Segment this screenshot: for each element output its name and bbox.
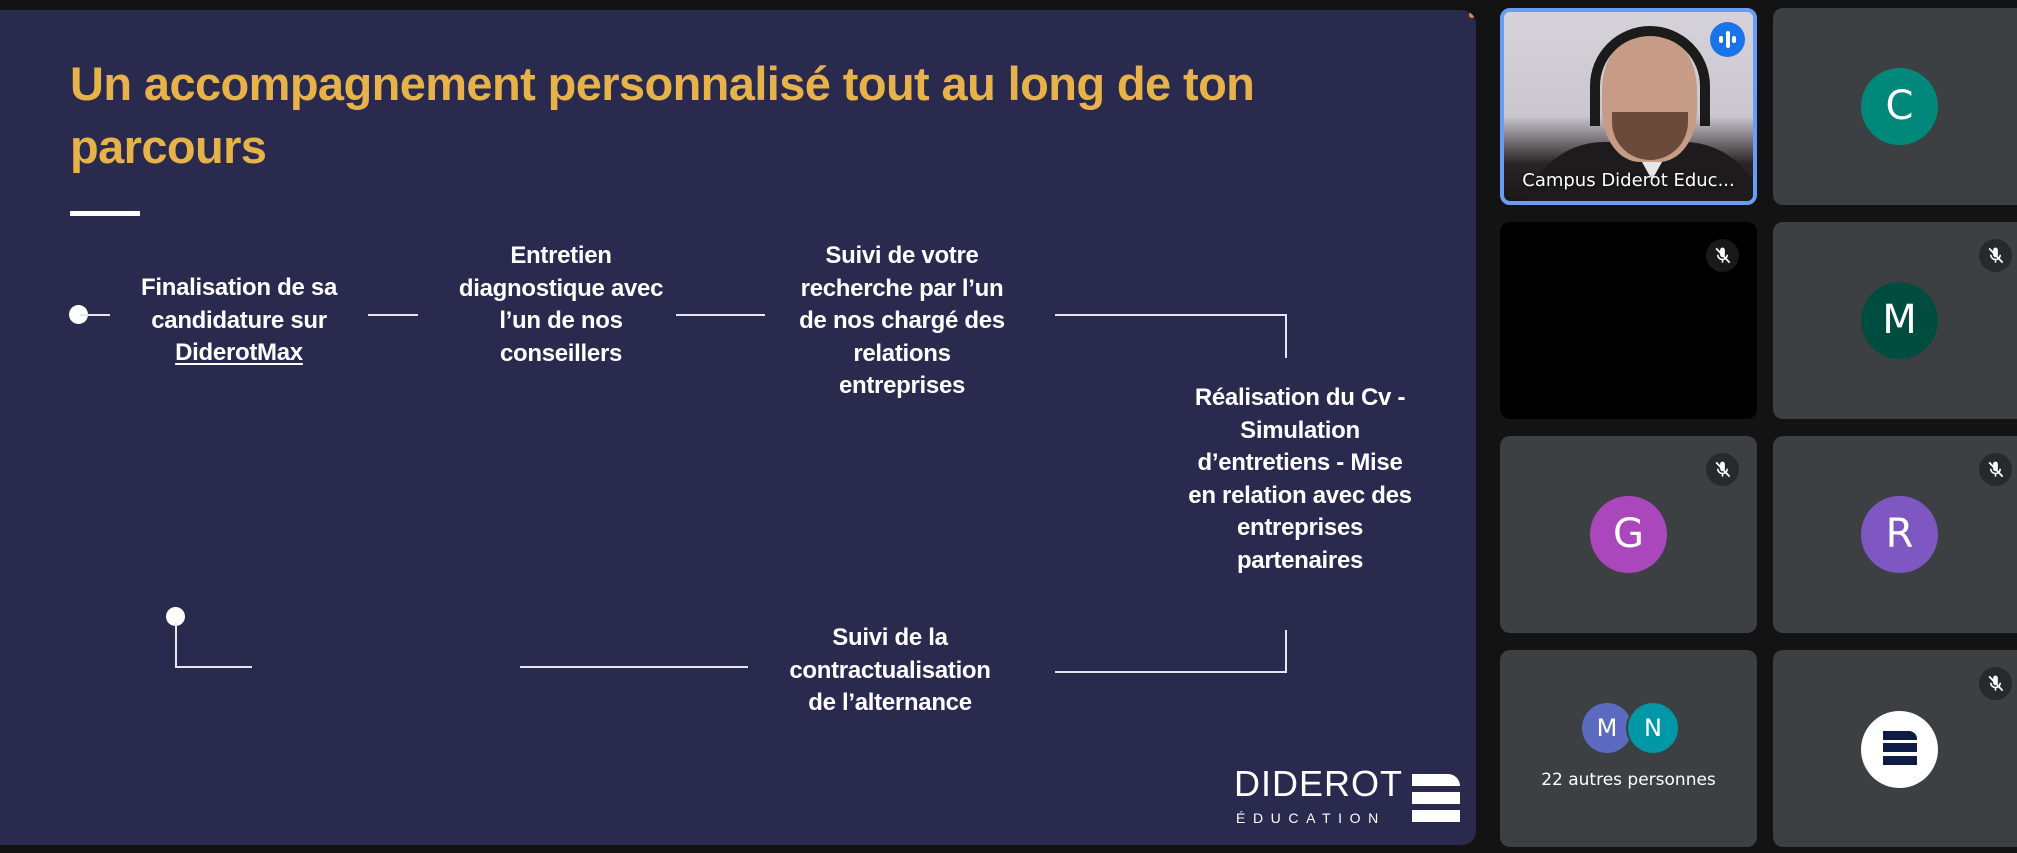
participant-tile[interactable] xyxy=(1500,222,1757,419)
avatar: M xyxy=(1582,703,1632,753)
participant-tile-speaker[interactable]: Campus Diderot Educ... xyxy=(1500,8,1757,205)
presenter-dot xyxy=(1469,12,1475,18)
speaking-icon xyxy=(1710,22,1745,57)
diderot-logo-icon xyxy=(1883,731,1917,765)
headphones xyxy=(1590,26,1710,126)
diderotmax-link[interactable]: DiderotMax xyxy=(175,339,303,366)
participant-tile[interactable]: G xyxy=(1500,436,1757,633)
avatar: C xyxy=(1861,68,1938,145)
avatar: M xyxy=(1861,282,1938,359)
diderot-logo-avatar xyxy=(1861,711,1938,788)
avatar: N xyxy=(1628,703,1678,753)
mic-off-icon xyxy=(1979,453,2012,486)
avatar: G xyxy=(1590,496,1667,573)
timeline-line xyxy=(1055,314,1286,316)
step-3: Suivi de votre recherche par l’un de nos… xyxy=(799,242,1005,399)
step-2: Entretien diagnostique avec l’un de nos … xyxy=(458,242,664,367)
timeline-line xyxy=(1285,630,1287,673)
timeline-line xyxy=(1285,314,1287,358)
timeline-line xyxy=(80,314,110,316)
step-1: Finalisation de sa candidature sur Dider… xyxy=(119,272,359,370)
timeline-line xyxy=(368,314,418,316)
participant-tile[interactable]: M xyxy=(1773,222,2017,419)
mic-off-icon xyxy=(1979,667,2012,700)
title-underline xyxy=(70,211,140,216)
avatar: R xyxy=(1861,496,1938,573)
mic-off-icon xyxy=(1706,453,1739,486)
participant-tile[interactable]: R xyxy=(1773,436,2017,633)
timeline-line xyxy=(520,666,748,668)
others-tile[interactable]: M N 22 autres personnes xyxy=(1500,650,1757,847)
timeline-line xyxy=(175,622,177,667)
participant-tile[interactable]: C xyxy=(1773,8,2017,205)
participant-name: Campus Diderot Educ... xyxy=(1522,170,1735,191)
timeline-end-dot xyxy=(166,607,185,626)
step-4: Réalisation du Cv - Simulation d’entreti… xyxy=(1188,384,1412,574)
mic-off-icon xyxy=(1979,239,2012,272)
timeline-line xyxy=(676,314,765,316)
presentation-slide: Un accompagnement personnalisé tout au l… xyxy=(0,10,1476,845)
mic-off-icon xyxy=(1706,239,1739,272)
timeline-start-dot xyxy=(69,305,88,324)
timeline-line xyxy=(175,666,252,668)
timeline-line xyxy=(1055,671,1286,673)
others-count: 22 autres personnes xyxy=(1541,770,1716,790)
participant-tile[interactable] xyxy=(1773,650,2017,847)
diderot-mark-icon xyxy=(1412,774,1460,822)
step-5: Suivi de la contractualisation de l’alte… xyxy=(789,624,991,716)
slide-title: Un accompagnement personnalisé tout au l… xyxy=(70,57,1255,173)
